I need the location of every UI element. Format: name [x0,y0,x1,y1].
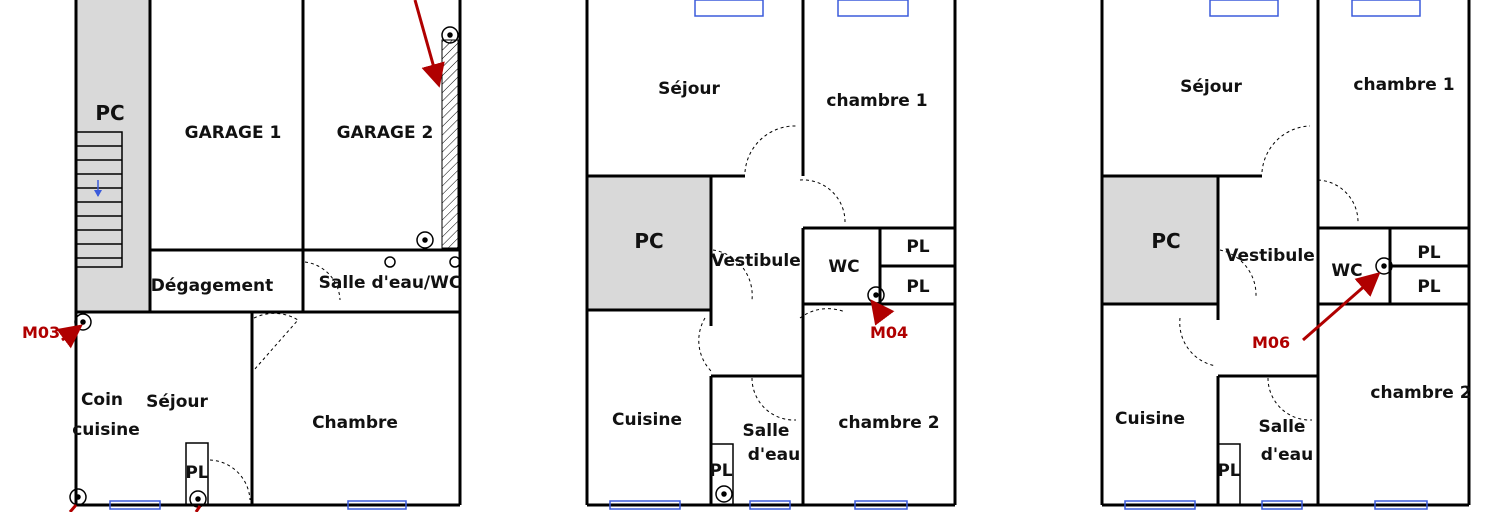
room-pc: PC [95,101,124,125]
sensor-icon [69,26,461,508]
room-chambre-1: chambre 1 [1353,75,1454,95]
plan-3-doors [1179,125,1359,421]
room-sejour: Séjour [146,392,208,412]
room-pl-3: PL [709,461,732,481]
plan-2-walls [585,0,957,507]
arrow-icon [194,505,202,513]
arrow-icon [413,0,445,88]
plan-3-windows [1124,0,1428,510]
arrow-icon [870,299,895,326]
shaded-pc [1102,176,1218,304]
room-coin: Coin [81,390,123,410]
room-pc: PC [634,229,663,253]
room-cuisine: Cuisine [612,410,682,430]
room-sejour: Séjour [658,79,720,99]
room-garage-1: GARAGE 1 [185,123,282,143]
room-sejour: Séjour [1180,77,1242,97]
plan-1: PC GARAGE 1 GARAGE 2 Dégagement Salle d'… [22,0,462,513]
plan-3: Séjour chambre 1 PC Vestibule WC PL PL C… [1100,0,1472,510]
plan-2-windows [609,0,909,510]
room-deau: d'eau [748,445,800,465]
sensor-icon [1375,257,1393,275]
room-salle-eau-wc: Salle d'eau/WC [319,273,462,293]
room-cuisine: Cuisine [1115,409,1185,429]
room-deau: d'eau [1261,445,1313,465]
shaded-pc [587,176,711,310]
arrow-icon [68,504,78,513]
room-chambre-2: chambre 2 [1370,383,1471,403]
arrow-icon [1302,272,1381,342]
room-pl: PL [185,463,208,483]
plan-1-doors [209,261,341,501]
marker-m06: M06 [1252,333,1290,352]
room-garage-2: GARAGE 2 [337,123,434,143]
stairs-icon [75,131,123,268]
room-chambre-2: chambre 2 [838,413,939,433]
plan-3-walls [1100,0,1471,507]
sensor-icon [715,286,885,503]
room-pl-1: PL [1417,243,1440,263]
arrow-icon [56,324,83,349]
room-vestibule: Vestibule [711,251,800,271]
marker-m04: M04 [870,323,908,342]
plan-2: Séjour chambre 1 PC Vestibule WC PL PL C… [585,0,957,510]
room-chambre-1: chambre 1 [826,91,927,111]
room-wc: WC [1331,261,1362,281]
room-degagement: Dégagement [151,276,273,296]
room-pl-2: PL [1417,277,1440,297]
room-vestibule: Vestibule [1225,246,1314,266]
room-pl-1: PL [906,237,929,257]
room-cuisine: cuisine [72,420,140,440]
plan-2-doors [698,125,846,421]
room-chambre: Chambre [312,413,398,433]
room-pl-3: PL [1217,461,1240,481]
marker-m03: M03 [22,323,60,342]
hatched-wall [441,39,459,249]
room-salle: Salle [1259,417,1306,437]
room-salle: Salle [743,421,790,441]
room-pl-2: PL [906,277,929,297]
room-pc: PC [1151,229,1180,253]
plan-1-windows [109,500,407,510]
plan-1-walls [74,0,462,507]
stair-area [76,0,150,312]
room-wc: WC [828,257,859,277]
